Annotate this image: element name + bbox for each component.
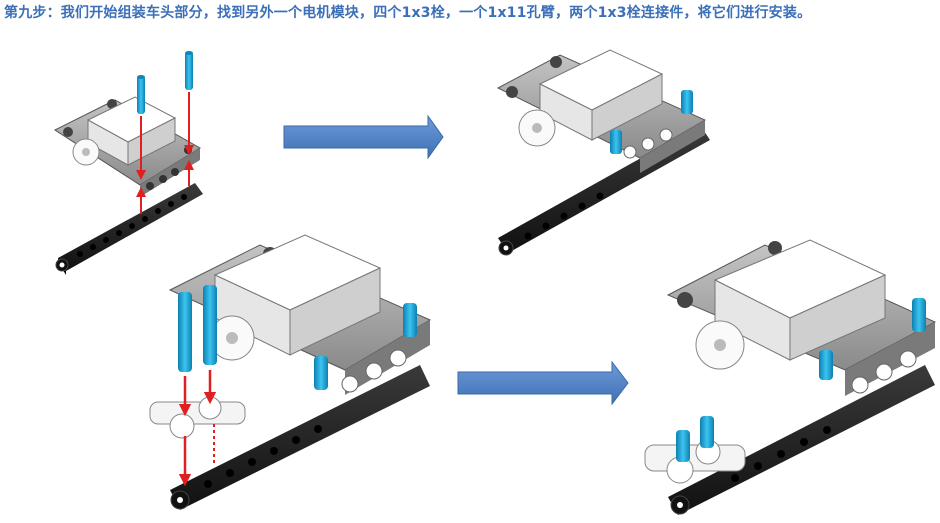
panel-4-assembled-front bbox=[644, 239, 937, 515]
motor-body bbox=[86, 96, 177, 166]
panel-1-exploded-motor-pins bbox=[53, 51, 203, 275]
blue-pin bbox=[610, 130, 622, 154]
blue-pin bbox=[700, 416, 714, 448]
blue-pin bbox=[314, 356, 328, 390]
connector-1x3 bbox=[149, 396, 246, 439]
panel-2-assembled-motor bbox=[496, 49, 710, 256]
blue-pin bbox=[819, 350, 833, 380]
beam-1x11 bbox=[170, 365, 430, 510]
gear-icon bbox=[695, 320, 745, 370]
gear-icon bbox=[209, 315, 255, 361]
blue-pin bbox=[912, 298, 926, 332]
panel-3-exploded-connectors bbox=[149, 234, 432, 510]
blue-pin bbox=[185, 51, 193, 90]
blue-pin bbox=[681, 90, 693, 114]
blue-pin bbox=[203, 285, 217, 365]
gear-icon bbox=[518, 109, 556, 147]
beam-1x11 bbox=[55, 183, 203, 275]
motor-body bbox=[713, 239, 887, 361]
step-instruction-text: 第九步：我们开始组装车头部分，找到另外一个电机模块，四个1x3栓，一个1x11孔… bbox=[4, 5, 812, 21]
blue-pin bbox=[676, 430, 690, 462]
blue-pin bbox=[137, 75, 145, 114]
blue-pin bbox=[178, 292, 192, 372]
blue-pin bbox=[403, 303, 417, 337]
process-arrow-icon bbox=[457, 360, 629, 406]
beam-1x11 bbox=[668, 365, 935, 515]
connector-1x3 bbox=[644, 439, 746, 484]
process-arrow-icon bbox=[283, 114, 444, 160]
gear-icon bbox=[72, 138, 100, 166]
motor-body bbox=[213, 234, 382, 356]
motor-body bbox=[538, 49, 664, 141]
